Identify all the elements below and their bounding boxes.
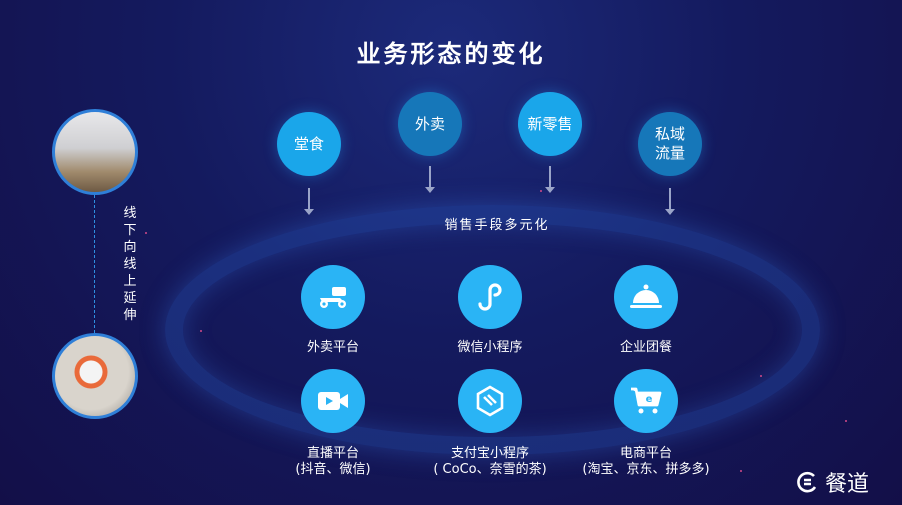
arrow-down-icon [665,188,675,215]
ring-label: 销售手段多元化 [444,218,550,233]
service-sublabel: (抖音、微信) [295,462,371,477]
service-label: 微信小程序 [457,340,523,355]
brand-logo: 餐道 [795,466,869,498]
service-sublabel: ( CoCo、奈雪的茶) [433,462,547,477]
service-label: 电商平台 [619,446,672,461]
service-label: 支付宝小程序 [450,446,529,461]
star-dot [540,190,542,192]
service-sublabel: (淘宝、京东、拼多多) [582,462,710,477]
channel-private-traffic: 私域流量 [638,112,702,176]
mini-program-icon [458,265,522,329]
arrow-down-icon [545,166,555,193]
star-dot [760,375,762,377]
service-label: 直播平台 [306,446,359,461]
connector-line [94,195,95,333]
arrow-down-icon [304,188,314,215]
service-label: 外卖平台 [306,340,359,355]
food-cloche-icon [614,265,678,329]
shopping-cart-icon: e [614,369,678,433]
star-dot [145,232,147,234]
star-dot [200,330,202,332]
logo-text: 餐道 [825,472,870,497]
channel-new-retail: 新零售 [518,92,582,156]
online-phone-photo [52,333,138,419]
logo-mark-icon [797,471,817,493]
svg-text:e: e [646,394,653,405]
arrow-down-icon [425,166,435,193]
alipay-hexagon-icon [458,369,522,433]
service-label: 企业团餐 [619,340,672,355]
channel-dine-in: 堂食 [277,112,341,176]
offline-store-photo [52,109,138,195]
scooter-icon [301,265,365,329]
video-camera-icon [301,369,365,433]
left-caption: 线下向线上延伸 [123,206,137,323]
star-dot [845,420,847,422]
star-dot [740,470,742,472]
channel-takeout: 外卖 [398,92,462,156]
page-title: 业务形态的变化 [356,40,546,68]
